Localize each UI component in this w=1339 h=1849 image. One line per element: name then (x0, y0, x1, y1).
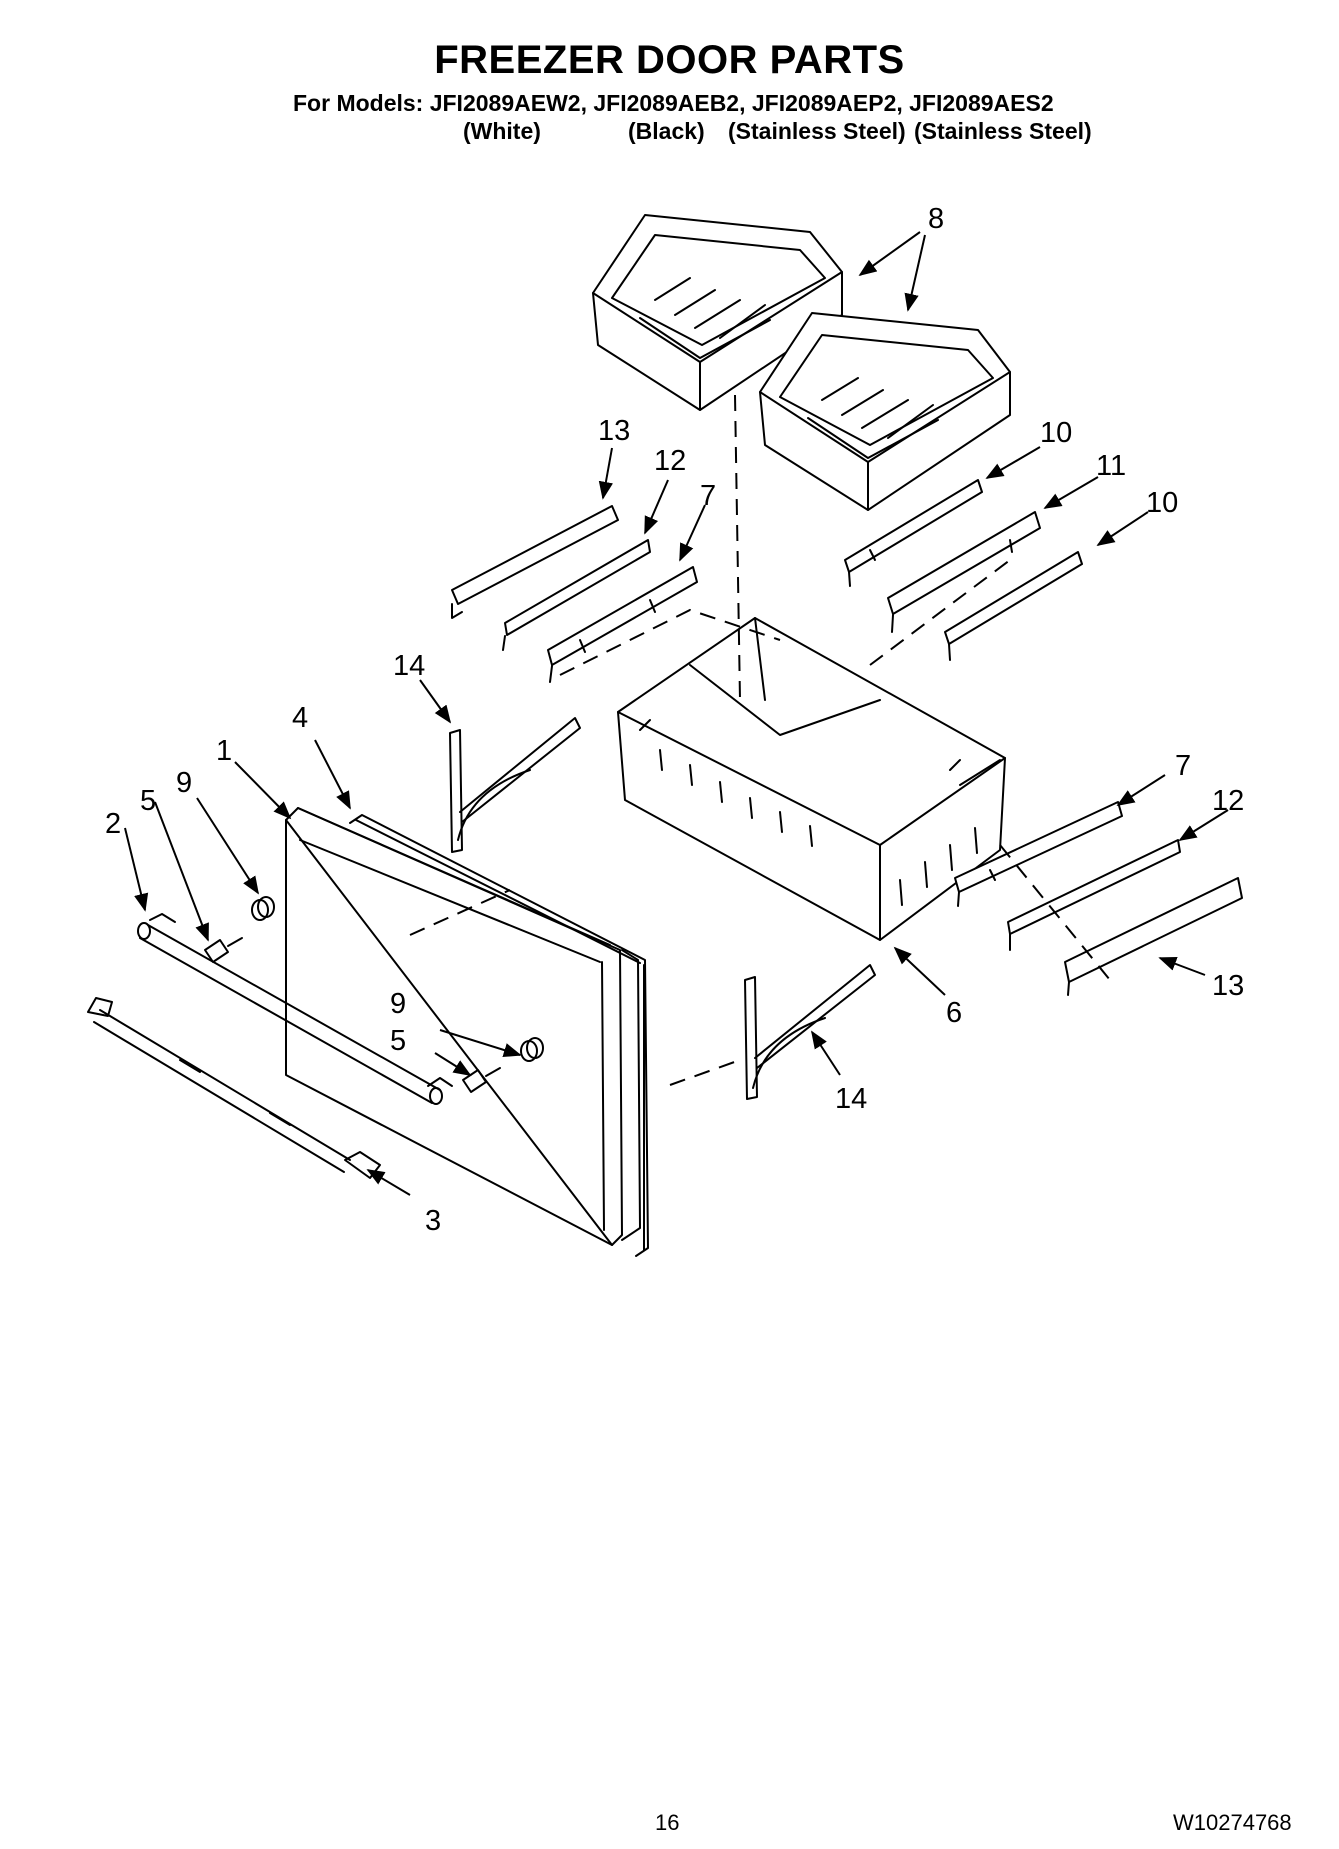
callout-labels: 8 10 11 10 13 12 7 14 4 1 9 5 2 9 5 3 6 … (105, 203, 1244, 1237)
upper-basket-left (592, 214, 843, 411)
callout-12-upper: 12 (654, 445, 686, 477)
rail-10-lower (944, 551, 1083, 661)
callout-7-upper: 7 (700, 480, 716, 512)
callout-9-upper: 9 (176, 767, 192, 799)
callout-12-lower: 12 (1212, 785, 1244, 817)
spacer-upper (251, 896, 275, 921)
upper-handle (137, 913, 453, 1105)
finish-black: (Black) (628, 118, 705, 144)
callout-4: 4 (292, 702, 308, 734)
leader-arrows (124, 231, 1229, 1196)
callout-13-lower: 13 (1212, 970, 1244, 1002)
callout-14-lower: 14 (835, 1083, 867, 1115)
page-number: 16 (655, 1810, 680, 1835)
models-line: For Models: JFI2089AEW2, JFI2089AEB2, JF… (293, 90, 1054, 116)
callout-5-upper: 5 (140, 785, 156, 817)
callout-8: 8 (928, 203, 944, 235)
finish-white: (White) (463, 118, 541, 144)
callout-6: 6 (946, 997, 962, 1029)
page-title: FREEZER DOOR PARTS (434, 38, 905, 82)
rail-12-upper (502, 539, 651, 651)
bracket-14-left (449, 717, 581, 853)
rail-13-lower (1064, 877, 1243, 996)
callout-5-lower: 5 (390, 1025, 406, 1057)
callout-11: 11 (1096, 450, 1126, 482)
alignment-lines (409, 394, 1111, 1086)
screw-lower (462, 1067, 501, 1093)
callout-10-lower: 10 (1146, 487, 1178, 519)
bracket-14-right (744, 964, 876, 1100)
rail-7-upper (547, 566, 698, 683)
door-gasket (349, 814, 649, 1257)
callout-13-upper: 13 (598, 415, 630, 447)
rail-10-upper (844, 479, 983, 587)
callout-7-lower: 7 (1175, 750, 1191, 782)
door-panel (285, 807, 641, 1246)
upper-basket-right (759, 312, 1011, 511)
finish-stainless-2: (Stainless Steel) (914, 118, 1092, 144)
callout-14-upper: 14 (393, 650, 425, 682)
rail-12-lower (1007, 839, 1181, 951)
callout-9-lower: 9 (390, 988, 406, 1020)
callout-1: 1 (216, 735, 232, 767)
rail-13-upper (451, 505, 619, 619)
rail-7-lower (954, 801, 1123, 907)
callout-3: 3 (425, 1205, 441, 1237)
lower-basket (617, 617, 1006, 941)
screw-upper (204, 937, 243, 963)
document-number: W10274768 (1173, 1810, 1292, 1835)
callout-10-upper: 10 (1040, 417, 1072, 449)
callout-2: 2 (105, 808, 121, 840)
finish-stainless-1: (Stainless Steel) (728, 118, 906, 144)
rail-11 (887, 511, 1041, 633)
lower-handle (87, 997, 381, 1179)
